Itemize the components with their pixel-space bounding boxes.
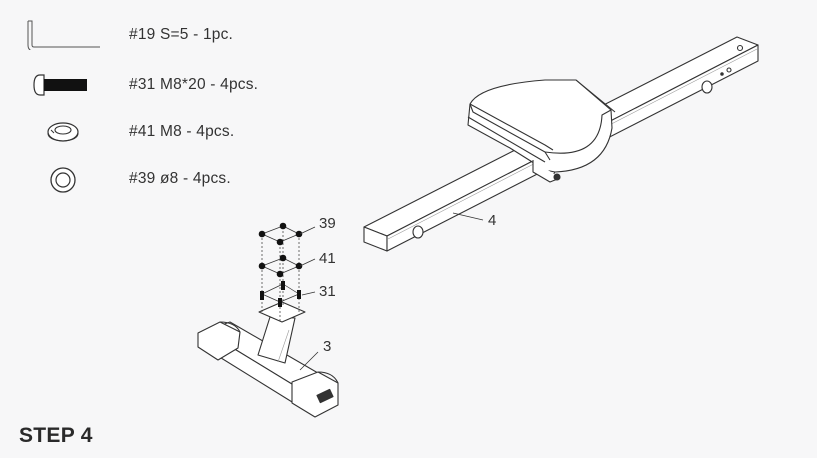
part-label: #31 M8*20 - 4pcs. [129,76,259,93]
part-label: #39 ø8 - 4pcs. [129,170,231,187]
callout-main-frame: 4 [488,212,497,229]
callout-front-stabilizer: 3 [323,338,332,355]
hex-key-icon [27,20,100,50]
part-label: #41 M8 - 4pcs. [129,123,235,140]
front-stabilizer-drawing [197,222,339,418]
part-label: #19 S=5 - 1pc. [129,26,234,43]
main-frame-drawing [363,36,759,252]
step-title: STEP 4 [19,424,93,447]
flat-washer-icon [50,167,76,193]
callout-washer: 39 [319,215,336,232]
bolt-icon [33,74,87,96]
callout-bolt: 31 [319,283,336,300]
spring-washer-icon [47,122,79,142]
callout-spring-washer: 41 [319,250,336,267]
